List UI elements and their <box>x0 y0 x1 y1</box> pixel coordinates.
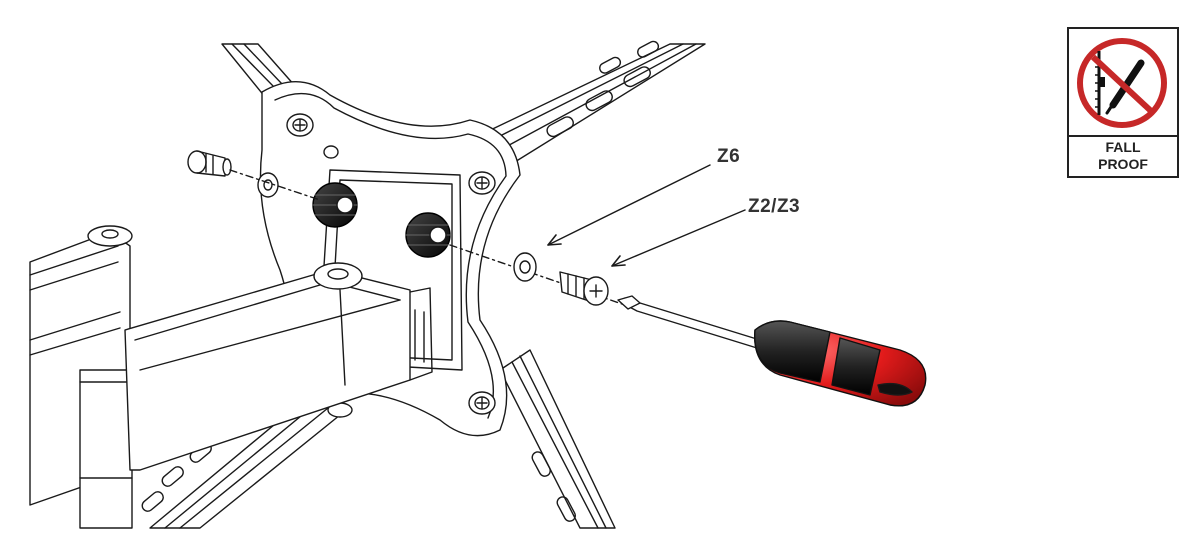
spacer-knob-right <box>405 212 451 258</box>
screwdriver-icon <box>617 295 927 407</box>
upper-right-slots <box>546 40 660 138</box>
badge-caption: FALL PROOF <box>1069 139 1177 173</box>
spacer-knob-left <box>312 182 358 228</box>
callout-z2z3-label: Z2/Z3 <box>748 196 801 217</box>
badge-line-2: PROOF <box>1098 156 1148 172</box>
no-tool-prohibition-icon <box>1077 38 1167 128</box>
badge-line-1: FALL <box>1105 139 1141 155</box>
callout-z6-label: Z6 <box>717 146 741 167</box>
right-washer-z6 <box>513 252 537 282</box>
z2z3-leader-arrow <box>611 209 746 267</box>
hub-corner-screws <box>286 113 496 418</box>
left-screw <box>187 150 232 177</box>
z6-leader-arrow <box>547 164 711 246</box>
right-screw-z2z3 <box>559 271 609 306</box>
badge-icon-box <box>1069 29 1177 137</box>
fall-proof-badge: FALL PROOF <box>1067 27 1179 178</box>
bracket-arm-lower-right <box>499 349 616 529</box>
swing-arm <box>29 225 433 529</box>
bracket-arm-upper-right <box>479 40 706 166</box>
left-axis-line <box>229 169 321 201</box>
left-washer <box>257 172 279 198</box>
